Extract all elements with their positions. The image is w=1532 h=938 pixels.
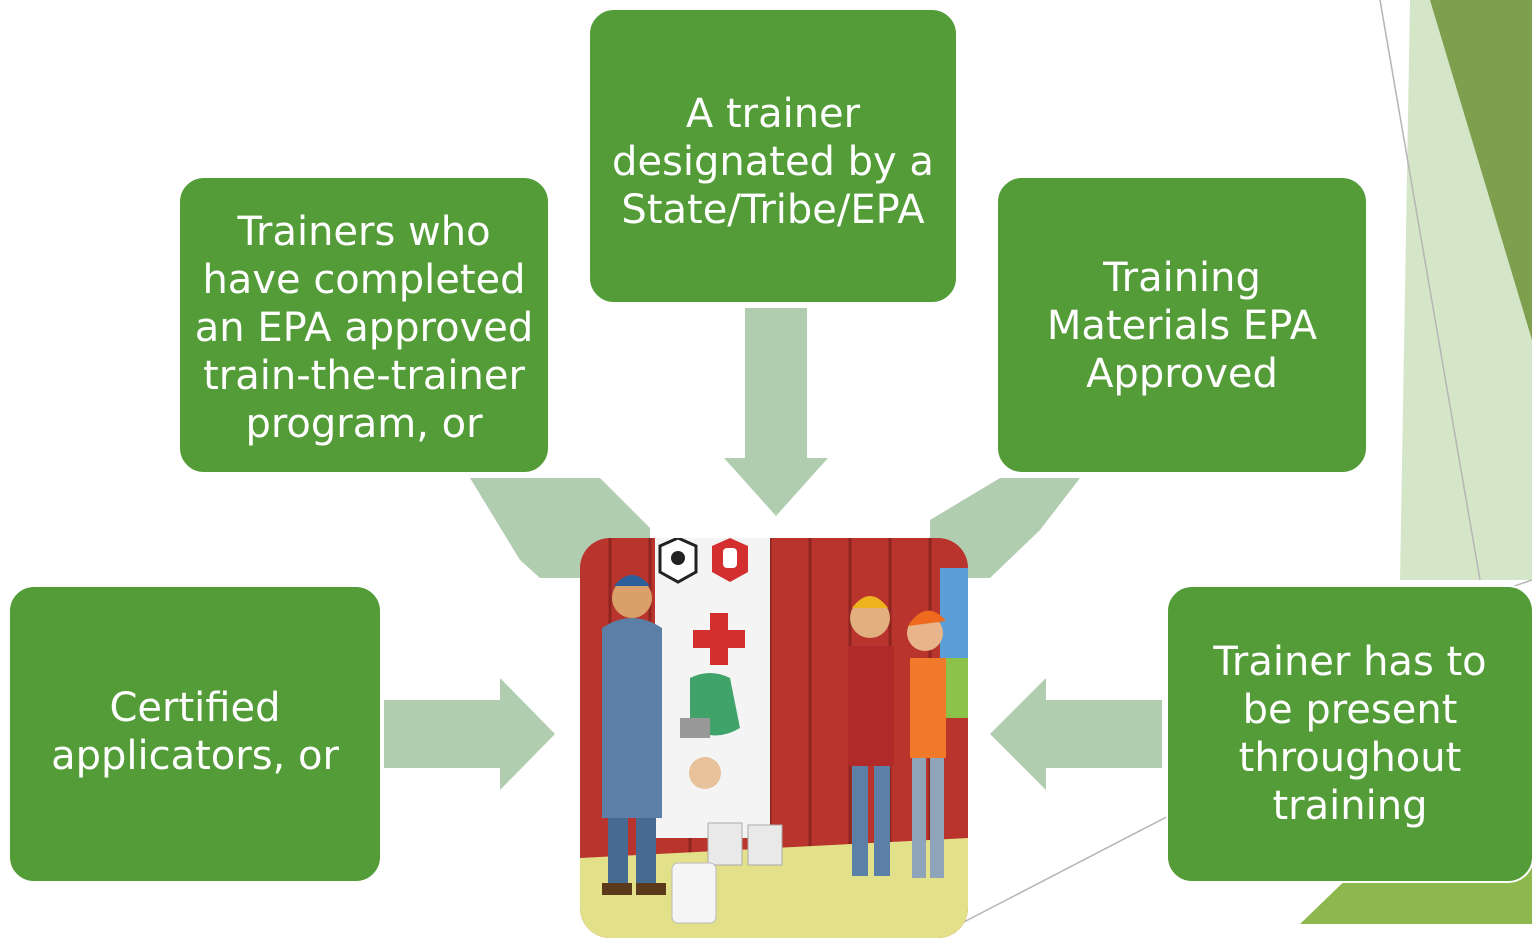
- certified-applicators-text: Certified applicators, or: [51, 685, 339, 779]
- arrow-down-top: [724, 308, 828, 516]
- certified-applicators-box: Certified applicators, or: [8, 585, 382, 883]
- arrow-right-bottom-left: [384, 678, 555, 790]
- trainer-present-box: Trainer has to be present throughout tra…: [1166, 585, 1532, 883]
- trainer-present-text: Trainer has to be present throughout tra…: [1213, 639, 1487, 829]
- train-the-trainer-text: Trainers who have completed an EPA appro…: [194, 209, 534, 447]
- deco-line-1: [1379, 0, 1481, 581]
- deco-line-3: [959, 809, 1181, 924]
- dark-green-triangle: [1430, 0, 1532, 340]
- trainer-designated-box: A trainer designated by a State/Tribe/EP…: [588, 8, 958, 304]
- arrow-diagonal-right: [930, 478, 1080, 578]
- training-scene-illustration: [580, 538, 968, 938]
- training-materials-text: Training Materials EPA Approved: [1046, 255, 1318, 397]
- trainer-designated-text: A trainer designated by a State/Tribe/EP…: [612, 91, 934, 233]
- training-materials-box: Training Materials EPA Approved: [996, 176, 1368, 474]
- wash-hands-icon: [689, 757, 721, 789]
- arrow-left-bottom-right: [990, 678, 1162, 790]
- train-the-trainer-box: Trainers who have completed an EPA appro…: [178, 176, 550, 474]
